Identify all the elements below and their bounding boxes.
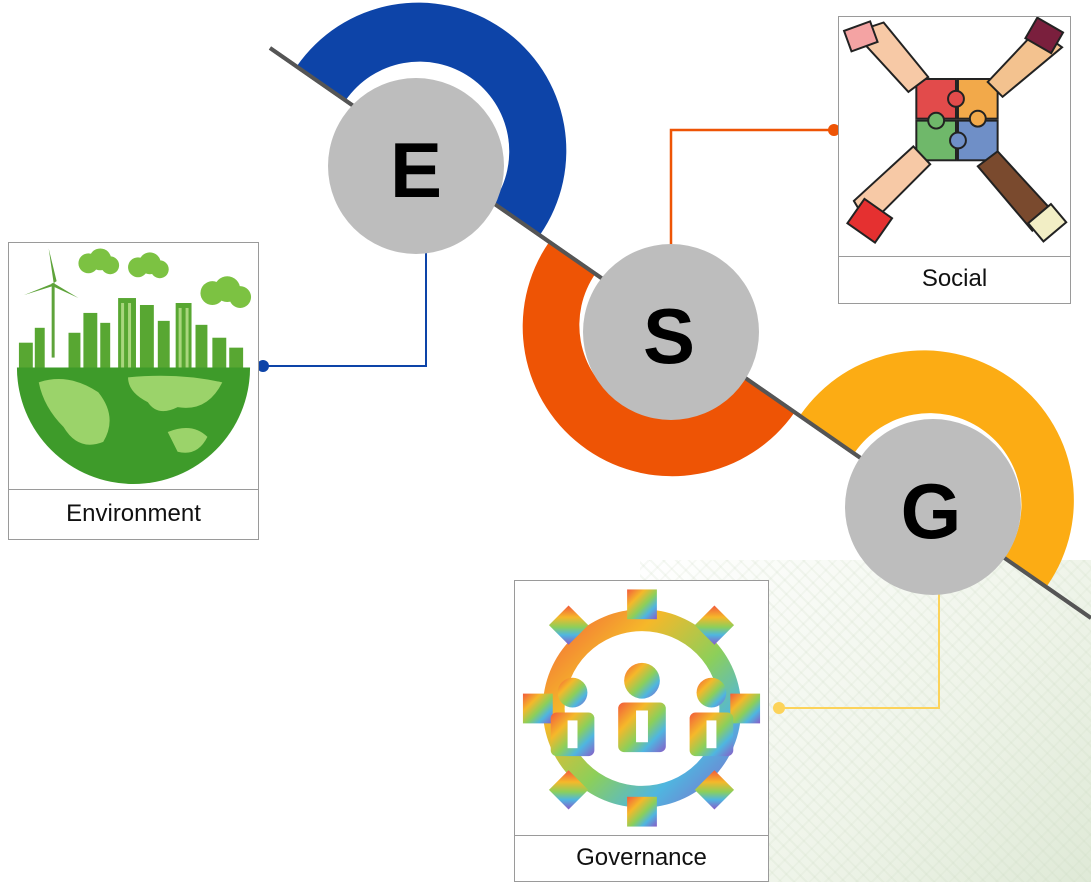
s-letter: S [643,292,695,380]
environment-card: Environment [8,242,259,540]
green-earth-city-icon [9,243,258,490]
g-circle [845,419,1021,595]
g-letter: G [901,467,962,555]
e-arc [296,2,567,235]
e-circle [328,78,504,254]
g-connector-dot [773,702,785,714]
s-connector [669,128,834,246]
s-arc [522,241,795,477]
governance-card: Governance [514,580,769,882]
governance-label: Governance [576,844,707,871]
hands-puzzle-icon [839,17,1070,257]
s-connector-dot [828,124,840,136]
social-label: Social [921,265,988,292]
gear-team-icon [515,581,768,836]
s-circle [583,244,759,420]
e-connector [263,248,427,367]
g-arc [800,350,1074,586]
social-card: Social [838,16,1071,304]
e-letter: E [390,126,442,214]
e-connector-dot [257,360,269,372]
environment-label: Environment [66,500,201,527]
g-connector [779,591,940,709]
